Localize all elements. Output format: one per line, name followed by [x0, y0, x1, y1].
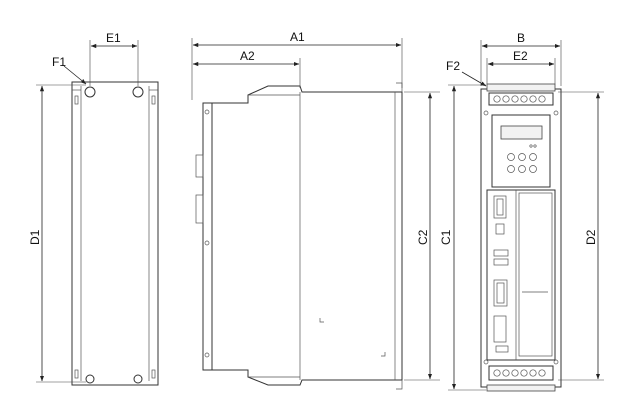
label-F1: F1: [52, 55, 66, 69]
connector-db: [493, 195, 507, 219]
label-B: B: [517, 31, 525, 45]
dim-E1: E1: [89, 31, 139, 86]
dim-E2: E2: [486, 49, 556, 84]
label-E2: E2: [513, 49, 528, 63]
terminal-strip: [493, 315, 507, 343]
dim-A2: A2: [192, 49, 301, 88]
label-D1: D1: [28, 229, 42, 245]
connector-rj: [493, 249, 509, 257]
front-top-cap: [486, 83, 556, 92]
dim-C2: C2: [404, 91, 440, 381]
front-bottom-cap: [486, 384, 556, 392]
mounting-hole-top-right: [132, 86, 144, 98]
mounting-hole-bottom-right: [133, 374, 143, 384]
label-F2: F2: [446, 59, 460, 73]
label-E1: E1: [106, 31, 121, 45]
mounting-hole-bottom-left: [85, 374, 95, 384]
dim-C1: C1: [439, 84, 486, 391]
key-button: [518, 165, 526, 173]
front-view: [480, 83, 562, 392]
key-button: [507, 165, 515, 173]
key-button: [518, 153, 526, 161]
lcd-display: [500, 125, 543, 140]
dim-F1: F1: [52, 55, 87, 85]
label-A2: A2: [240, 49, 255, 63]
label-C1: C1: [439, 229, 453, 245]
side-flange: [202, 102, 213, 371]
connector-db-large: [493, 279, 508, 307]
key-button: [529, 165, 537, 173]
label-C2: C2: [416, 229, 430, 245]
key-button: [507, 153, 515, 161]
dim-A1: A1: [191, 30, 403, 100]
control-area: [486, 189, 556, 361]
key-button: [529, 153, 537, 161]
mounting-hole-top-left: [84, 86, 96, 98]
label-A1: A1: [290, 30, 305, 44]
dim-D1: D1: [28, 84, 86, 383]
back-plate: [71, 81, 159, 386]
dim-B: B: [480, 31, 562, 86]
side-body-outline: [202, 85, 403, 386]
dim-F2: F2: [446, 59, 487, 87]
label-D2: D2: [584, 229, 598, 245]
side-view: [195, 82, 403, 390]
dim-D2: D2: [558, 91, 604, 381]
back-view: [71, 81, 159, 386]
cover-plate: [518, 192, 553, 357]
